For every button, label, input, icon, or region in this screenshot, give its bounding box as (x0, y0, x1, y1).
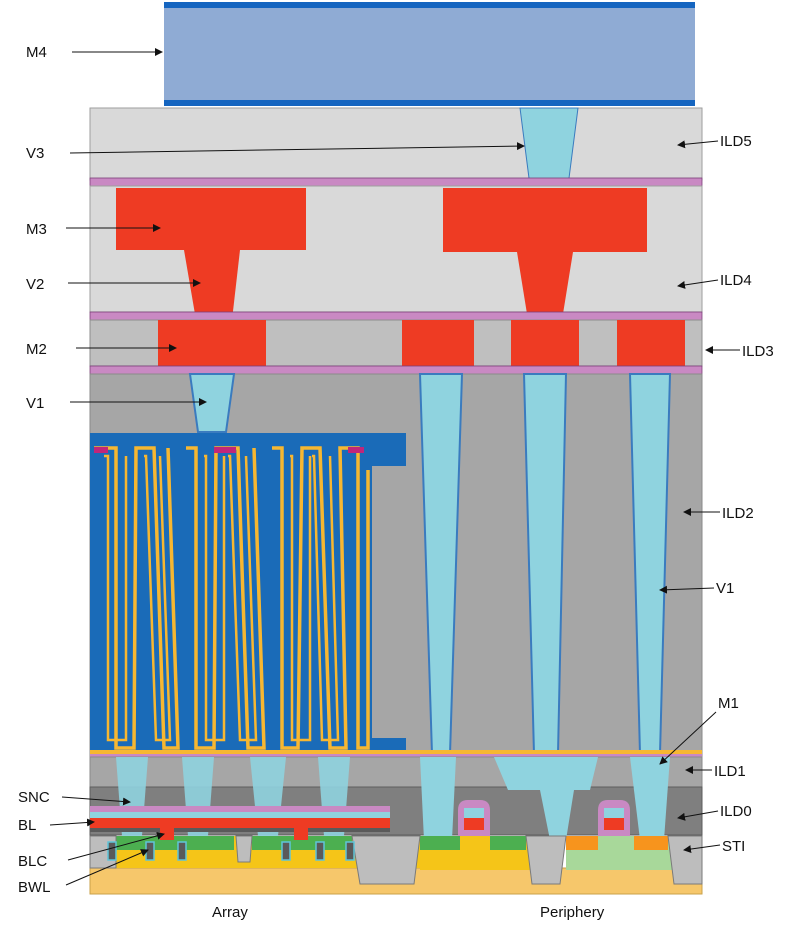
label-v1-right: V1 (716, 580, 734, 597)
label-ild2: ILD2 (722, 505, 754, 522)
label-m3: M3 (26, 221, 47, 238)
periphery-v1-contacts (418, 373, 672, 755)
buried-word-lines (107, 841, 355, 861)
label-snc: SNC (18, 789, 50, 806)
etch-stop-1 (89, 177, 703, 187)
ild1-layer (89, 756, 703, 788)
etch-stop-3 (89, 365, 703, 375)
etch-stop-4 (90, 750, 702, 754)
periphery-gates (458, 800, 630, 838)
label-ild4: ILD4 (720, 272, 752, 289)
ild5-layer (89, 107, 703, 181)
annotation-arrows (49, 48, 740, 886)
label-sti: STI (722, 838, 745, 855)
label-v2: V2 (26, 276, 44, 293)
label-m1: M1 (718, 695, 739, 712)
label-bwl: BWL (18, 879, 51, 896)
label-m4: M4 (26, 44, 47, 61)
label-ild0: ILD0 (720, 803, 752, 820)
label-array: Array (212, 904, 248, 921)
label-blc: BLC (18, 853, 47, 870)
label-v3: V3 (26, 145, 44, 162)
shallow-trench-isolation (89, 835, 703, 885)
metal-2-lines (158, 320, 685, 366)
via-v3 (519, 107, 579, 187)
capacitor-array (90, 433, 406, 753)
metal-3-left (116, 188, 306, 320)
label-ild5: ILD5 (720, 133, 752, 150)
label-ild3: ILD3 (742, 343, 774, 360)
label-m2: M2 (26, 341, 47, 358)
metal-4-layer (164, 2, 695, 106)
label-periphery: Periphery (540, 904, 605, 921)
periphery-m1-contacts (420, 757, 670, 840)
etch-stop-2 (89, 311, 703, 321)
label-ild1: ILD1 (714, 763, 746, 780)
bit-line-stack (90, 806, 390, 832)
label-bl: BL (18, 817, 36, 834)
via-v1-array (188, 373, 236, 433)
label-v1-left: V1 (26, 395, 44, 412)
metal-3-right (443, 188, 647, 320)
